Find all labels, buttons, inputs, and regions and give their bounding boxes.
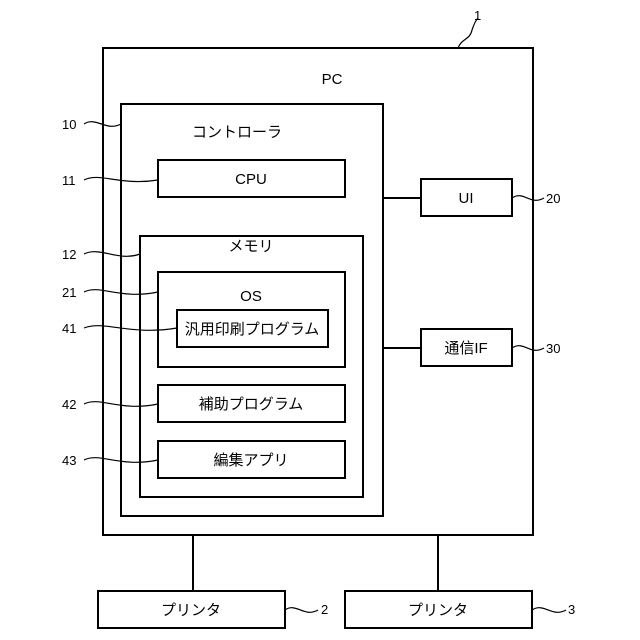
printer-left-ref: 2 [321, 602, 328, 617]
printer-left-block: プリンタ 2 [98, 535, 328, 628]
ui-ref: 20 [546, 191, 560, 206]
editing-app-label: 編集アプリ [213, 452, 288, 469]
printer-right-label: プリンタ [408, 602, 468, 619]
comm-if-ref: 30 [546, 341, 560, 356]
memory-ref: 12 [62, 247, 76, 262]
comm-if-label: 通信IF [444, 340, 487, 357]
printer-right-block: プリンタ 3 [345, 535, 575, 628]
controller-label: コントローラ [192, 124, 282, 141]
printer-right-ref: 3 [568, 602, 575, 617]
ui-label: UI [459, 190, 474, 207]
generic-print-program-label: 汎用印刷プログラム [185, 321, 320, 338]
pc-ref: 1 [474, 8, 481, 23]
controller-ref: 10 [62, 117, 76, 132]
generic-print-program-ref: 41 [62, 321, 76, 336]
cpu-ref: 11 [62, 173, 76, 188]
printer-left-label: プリンタ [161, 602, 221, 619]
cpu-label: CPU [235, 171, 267, 188]
printer-left-leader [285, 608, 318, 613]
memory-label: メモリ [228, 238, 273, 255]
generic-print-program-block: 汎用印刷プログラム 41 [62, 310, 328, 347]
os-ref: 21 [62, 285, 76, 300]
os-label: OS [240, 288, 262, 305]
printer-right-leader [532, 608, 566, 613]
editing-app-ref: 43 [62, 453, 76, 468]
pc-label: PC [322, 71, 343, 88]
auxiliary-program-label: 補助プログラム [199, 396, 304, 413]
auxiliary-program-ref: 42 [62, 397, 76, 412]
